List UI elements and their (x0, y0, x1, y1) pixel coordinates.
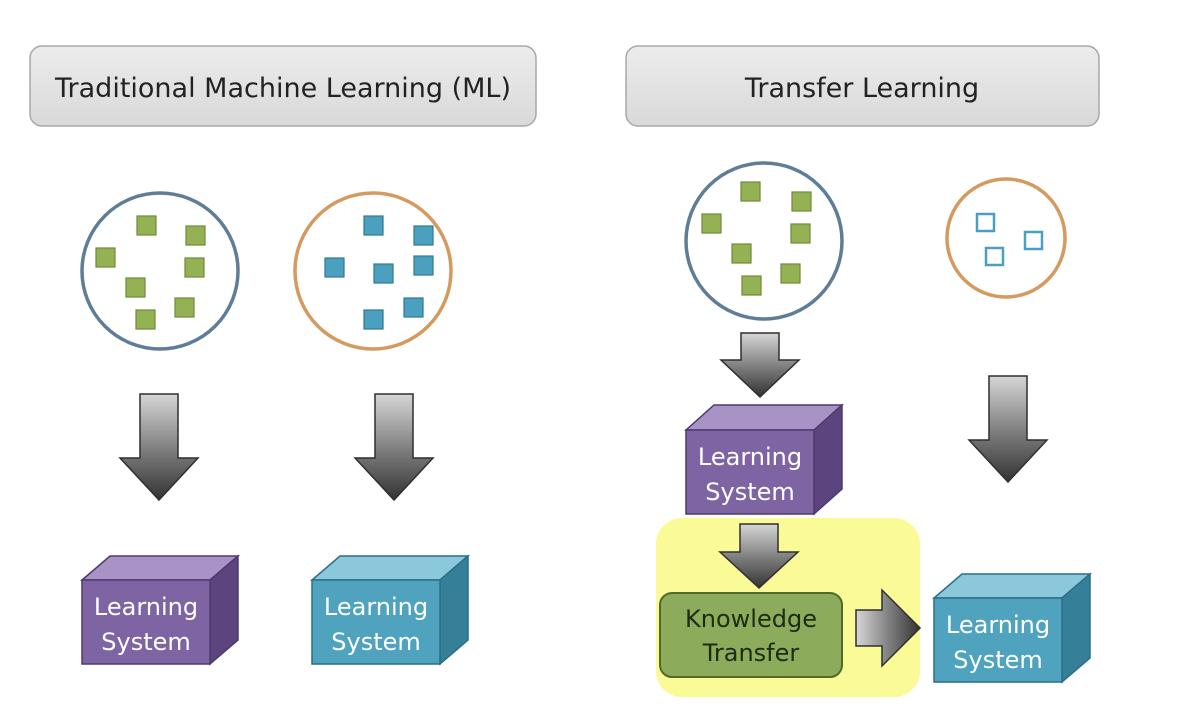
data-sample-square (790, 223, 811, 244)
data-sample-square (135, 309, 156, 330)
learning-system-box-1: Learning System (79, 554, 241, 666)
knowledge-transfer-label-line2: Transfer (702, 639, 800, 667)
dataset-circle-1 (80, 191, 240, 351)
data-sample-square (1023, 230, 1044, 251)
data-sample-square (975, 212, 996, 233)
data-sample-square (413, 225, 434, 246)
learning-system-label-line1: Learning (94, 593, 198, 621)
dataset-circle-source (684, 161, 844, 321)
arrow-right-icon (855, 588, 922, 668)
data-sample-square (413, 255, 434, 276)
learning-system-label-line2: System (705, 478, 795, 506)
data-sample-square (791, 191, 812, 212)
data-sample-square (701, 213, 722, 234)
header-transfer-learning: Transfer Learning (625, 45, 1100, 127)
data-sample-square (403, 297, 424, 318)
knowledge-transfer-label-line1: Knowledge (685, 605, 817, 633)
arrow-down-icon (967, 375, 1049, 484)
data-sample-square (731, 243, 752, 264)
header-traditional-ml-text: Traditional Machine Learning (ML) (54, 73, 511, 104)
arrow-down-icon (353, 393, 435, 502)
knowledge-transfer-box: Knowledge Transfer (659, 592, 843, 678)
data-sample-square (174, 297, 195, 318)
learning-system-label-line1: Learning (698, 443, 802, 471)
arrow-down-icon (118, 393, 200, 502)
arrow-down-icon (718, 523, 800, 590)
data-sample-square (741, 275, 762, 296)
data-sample-square (780, 263, 801, 284)
data-sample-square (984, 246, 1005, 267)
learning-system-label-line2: System (331, 628, 421, 656)
data-sample-square (363, 309, 384, 330)
header-traditional-ml: Traditional Machine Learning (ML) (29, 45, 537, 127)
header-transfer-learning-text: Transfer Learning (744, 73, 979, 104)
data-sample-square (95, 247, 116, 268)
data-sample-square (125, 277, 146, 298)
data-sample-square (324, 257, 345, 278)
dataset-circle-target (945, 177, 1067, 299)
data-sample-square (184, 257, 205, 278)
data-sample-square (185, 225, 206, 246)
data-sample-square (363, 215, 384, 236)
learning-system-box-2: Learning System (309, 554, 471, 666)
learning-system-label-line1: Learning (946, 611, 1050, 639)
learning-system-box-source: Learning System (684, 403, 844, 516)
learning-system-label-line1: Learning (324, 593, 428, 621)
data-sample-square (373, 263, 394, 284)
learning-system-label-line2: System (101, 628, 191, 656)
data-sample-square (136, 215, 157, 236)
learning-system-label-line2: System (953, 646, 1043, 674)
data-sample-square (740, 181, 761, 202)
dataset-circle-2 (293, 191, 453, 351)
arrow-down-icon (719, 332, 801, 399)
learning-system-box-target: Learning System (931, 572, 1093, 684)
